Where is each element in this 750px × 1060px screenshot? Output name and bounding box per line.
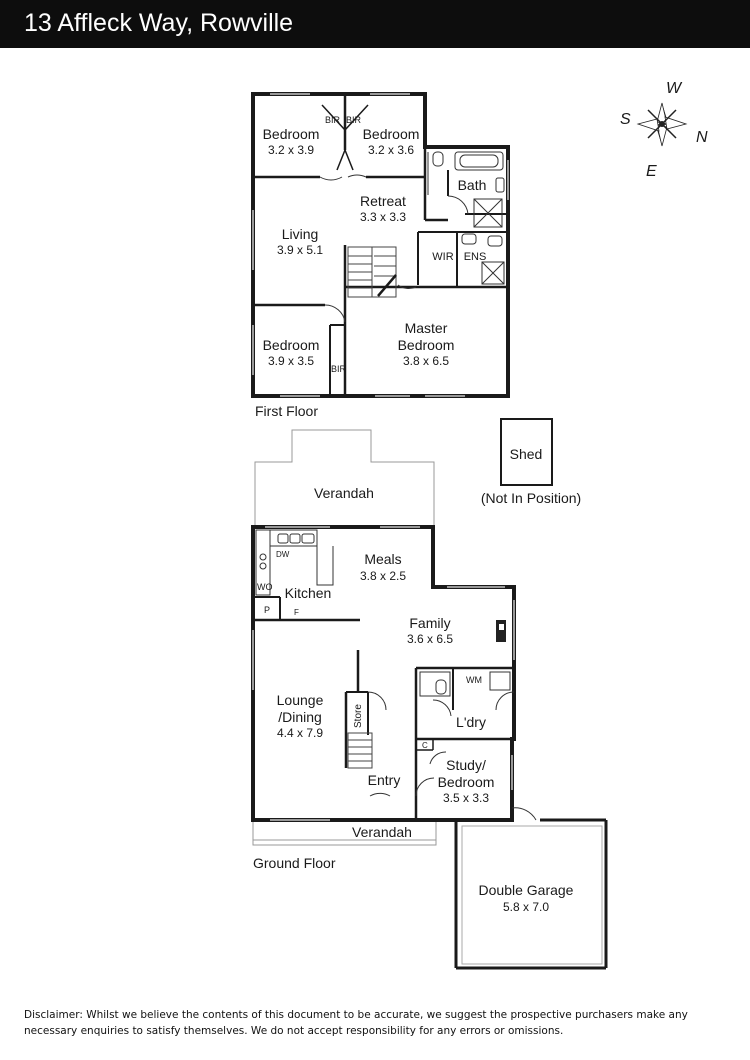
room-living-dim: 3.9 x 5.1 [277, 243, 323, 257]
verandah-front-outline [252, 820, 437, 846]
room-bedroom-2-dim: 3.2 x 3.6 [368, 143, 414, 157]
shed-note: (Not In Position) [481, 490, 581, 506]
room-bedroom-3-dim: 3.9 x 3.5 [268, 354, 314, 368]
room-entry-name: Entry [368, 772, 401, 788]
room-bedroom-2-name: Bedroom [363, 126, 420, 142]
room-garage-name: Double Garage [479, 882, 574, 898]
room-bedroom-1-name: Bedroom [263, 126, 320, 142]
room-laundry-name: L'dry [456, 714, 486, 730]
first-floor-doors [319, 152, 469, 323]
room-bedroom-3-name: Bedroom [263, 337, 320, 353]
shed-name: Shed [510, 446, 543, 462]
fixture-p: P [264, 605, 270, 615]
room-retreat-name: Retreat [360, 193, 406, 209]
fixture-f: F [294, 608, 299, 617]
room-master-name-2: Bedroom [398, 337, 455, 353]
laundry-fixtures [419, 671, 511, 697]
floor-plan: W S N E [251, 80, 708, 970]
room-master-name: Master [405, 320, 448, 336]
room-kitchen-name: Kitchen [285, 585, 332, 601]
disclaimer-text: Disclaimer: Whilst we believe the conten… [24, 1009, 688, 1037]
first-floor-windows [252, 93, 509, 397]
verandah-rear-outline [254, 429, 435, 527]
room-study-dim: 3.5 x 3.3 [443, 791, 489, 805]
bir-label-3: BIR [331, 364, 347, 374]
ground-floor-label: Ground Floor [253, 855, 336, 871]
fixture-dw: DW [276, 550, 290, 559]
room-family-name: Family [409, 615, 450, 631]
room-meals-name: Meals [364, 551, 401, 567]
room-ens-name: ENS [464, 251, 487, 263]
room-wir-name: WIR [432, 251, 453, 263]
room-verandah-rear-name: Verandah [314, 485, 374, 501]
room-living-name: Living [282, 226, 319, 242]
stairs-ground-floor [347, 732, 373, 769]
ground-floor-windows [252, 526, 515, 821]
room-study-name: Study/ [446, 757, 486, 773]
fixture-c: C [422, 741, 428, 750]
shed-outline [500, 418, 553, 486]
kitchen-fixtures [255, 529, 334, 596]
bir-label-1: BIR [325, 115, 341, 125]
room-retreat-dim: 3.3 x 3.3 [360, 210, 406, 224]
compass-s: S [620, 111, 631, 128]
ground-floor-doors [367, 691, 537, 821]
room-bedroom-1-dim: 3.2 x 3.9 [268, 143, 314, 157]
compass-icon [636, 102, 688, 147]
compass-e: E [646, 163, 657, 180]
room-lounge-name-2: /Dining [278, 709, 322, 725]
room-bath-name: Bath [458, 177, 487, 193]
compass-n: N [696, 129, 708, 146]
room-lounge-dim: 4.4 x 7.9 [277, 726, 323, 740]
fixture-wm: WM [466, 675, 482, 685]
fireplace-icon [496, 620, 506, 642]
room-study-name-2: Bedroom [438, 774, 495, 790]
first-floor-label: First Floor [255, 403, 318, 419]
ground-floor-walls [251, 525, 608, 970]
stairs-first-floor [347, 246, 397, 298]
bir-label-2: BIR [346, 115, 362, 125]
fixture-wo: WO [257, 582, 273, 592]
property-address: 13 Affleck Way, Rowville [24, 9, 294, 37]
compass-w: W [666, 80, 683, 97]
room-garage-dim: 5.8 x 7.0 [503, 900, 549, 914]
room-family-dim: 3.6 x 6.5 [407, 632, 453, 646]
room-meals-dim: 3.8 x 2.5 [360, 569, 406, 583]
room-verandah-front-name: Verandah [352, 824, 412, 840]
room-master-dim: 3.8 x 6.5 [403, 354, 449, 368]
room-store-name: Store [353, 704, 364, 728]
title-bar: 13 Affleck Way, Rowville [0, 0, 750, 48]
first-floor-fixtures [432, 151, 505, 285]
room-lounge-name: Lounge [277, 692, 324, 708]
